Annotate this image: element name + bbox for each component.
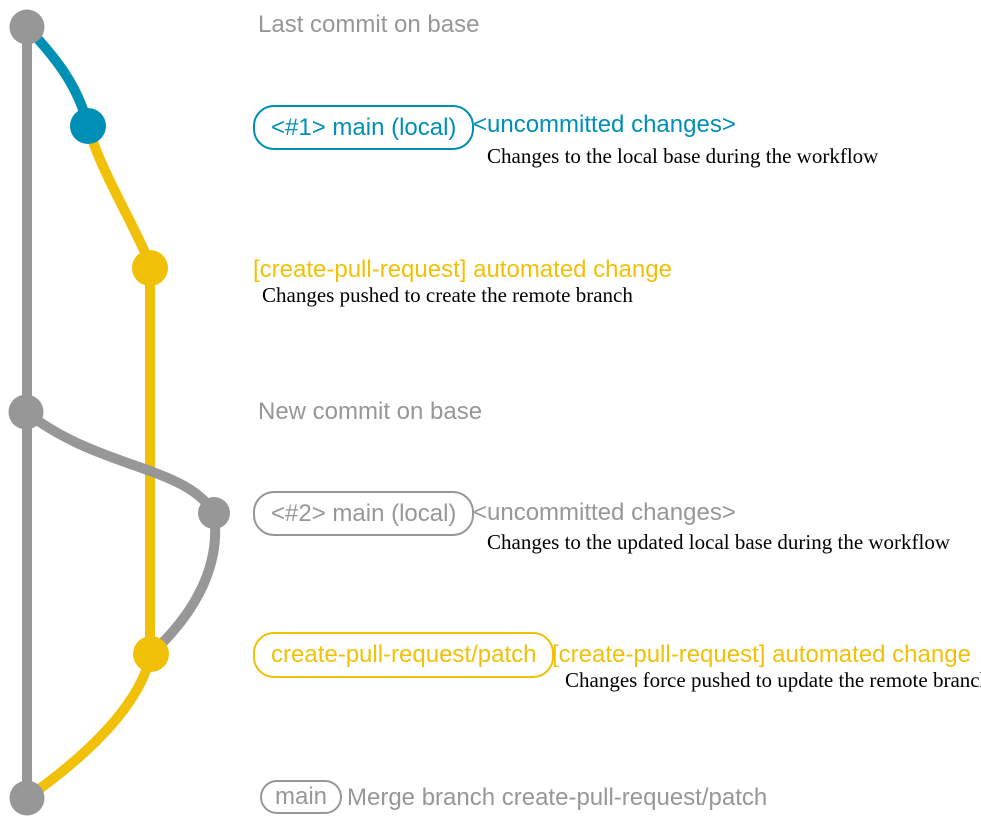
- branch-tag-patch-label: create-pull-request/patch: [271, 641, 537, 668]
- branch-tag-patch: create-pull-request/patch: [253, 632, 555, 678]
- commit-message-uncommitted-1: Changes to the local base during the wor…: [487, 144, 879, 168]
- branch-tag-main-local-1: <#1> main (local): [253, 105, 475, 150]
- updated-local-branch-out-line: [21, 407, 219, 518]
- branch-tag-main: main: [260, 780, 343, 814]
- patch-branch-line: [83, 121, 155, 659]
- patch-merge-line: [22, 649, 156, 803]
- commit-dot-automated-2: [133, 636, 169, 672]
- branch-tag-main-local-2-label: <#2> main (local): [271, 499, 457, 527]
- commit-message-uncommitted-2: Changes to the updated local base during…: [487, 530, 951, 554]
- branch-tag-main-local-1-label: <#1> main (local): [271, 113, 457, 141]
- commit-dot-merge: [9, 780, 45, 816]
- commit-dot-main-local-2: [198, 497, 230, 529]
- commit-dot-new-base: [8, 394, 44, 430]
- commit-message-automated-2: Changes force pushed to update the remot…: [565, 668, 981, 692]
- branch-tag-main-local-2: <#2> main (local): [253, 491, 475, 536]
- commit-dot-last-base: [9, 9, 45, 45]
- commit-dot-main-local-1: [70, 108, 106, 144]
- commit-title-merge: Merge branch create-pull-request/patch: [347, 784, 768, 811]
- commit-title-automated-2: [create-pull-request] automated change: [552, 641, 971, 668]
- annotation-new-commit-on-base: New commit on base: [258, 398, 483, 425]
- commit-title-uncommitted-2: <uncommitted changes>: [473, 499, 736, 526]
- commit-dot-automated-1: [132, 250, 168, 286]
- annotation-last-commit-on-base: Last commit on base: [258, 11, 480, 38]
- branch-tag-main-label: main: [275, 783, 328, 810]
- updated-local-branch-in-line: [146, 508, 221, 659]
- commit-title-uncommitted-1: <uncommitted changes>: [473, 111, 736, 138]
- commit-title-automated-1: [create-pull-request] automated change: [253, 256, 672, 283]
- commit-message-automated-1: Changes pushed to create the remote bran…: [262, 283, 633, 307]
